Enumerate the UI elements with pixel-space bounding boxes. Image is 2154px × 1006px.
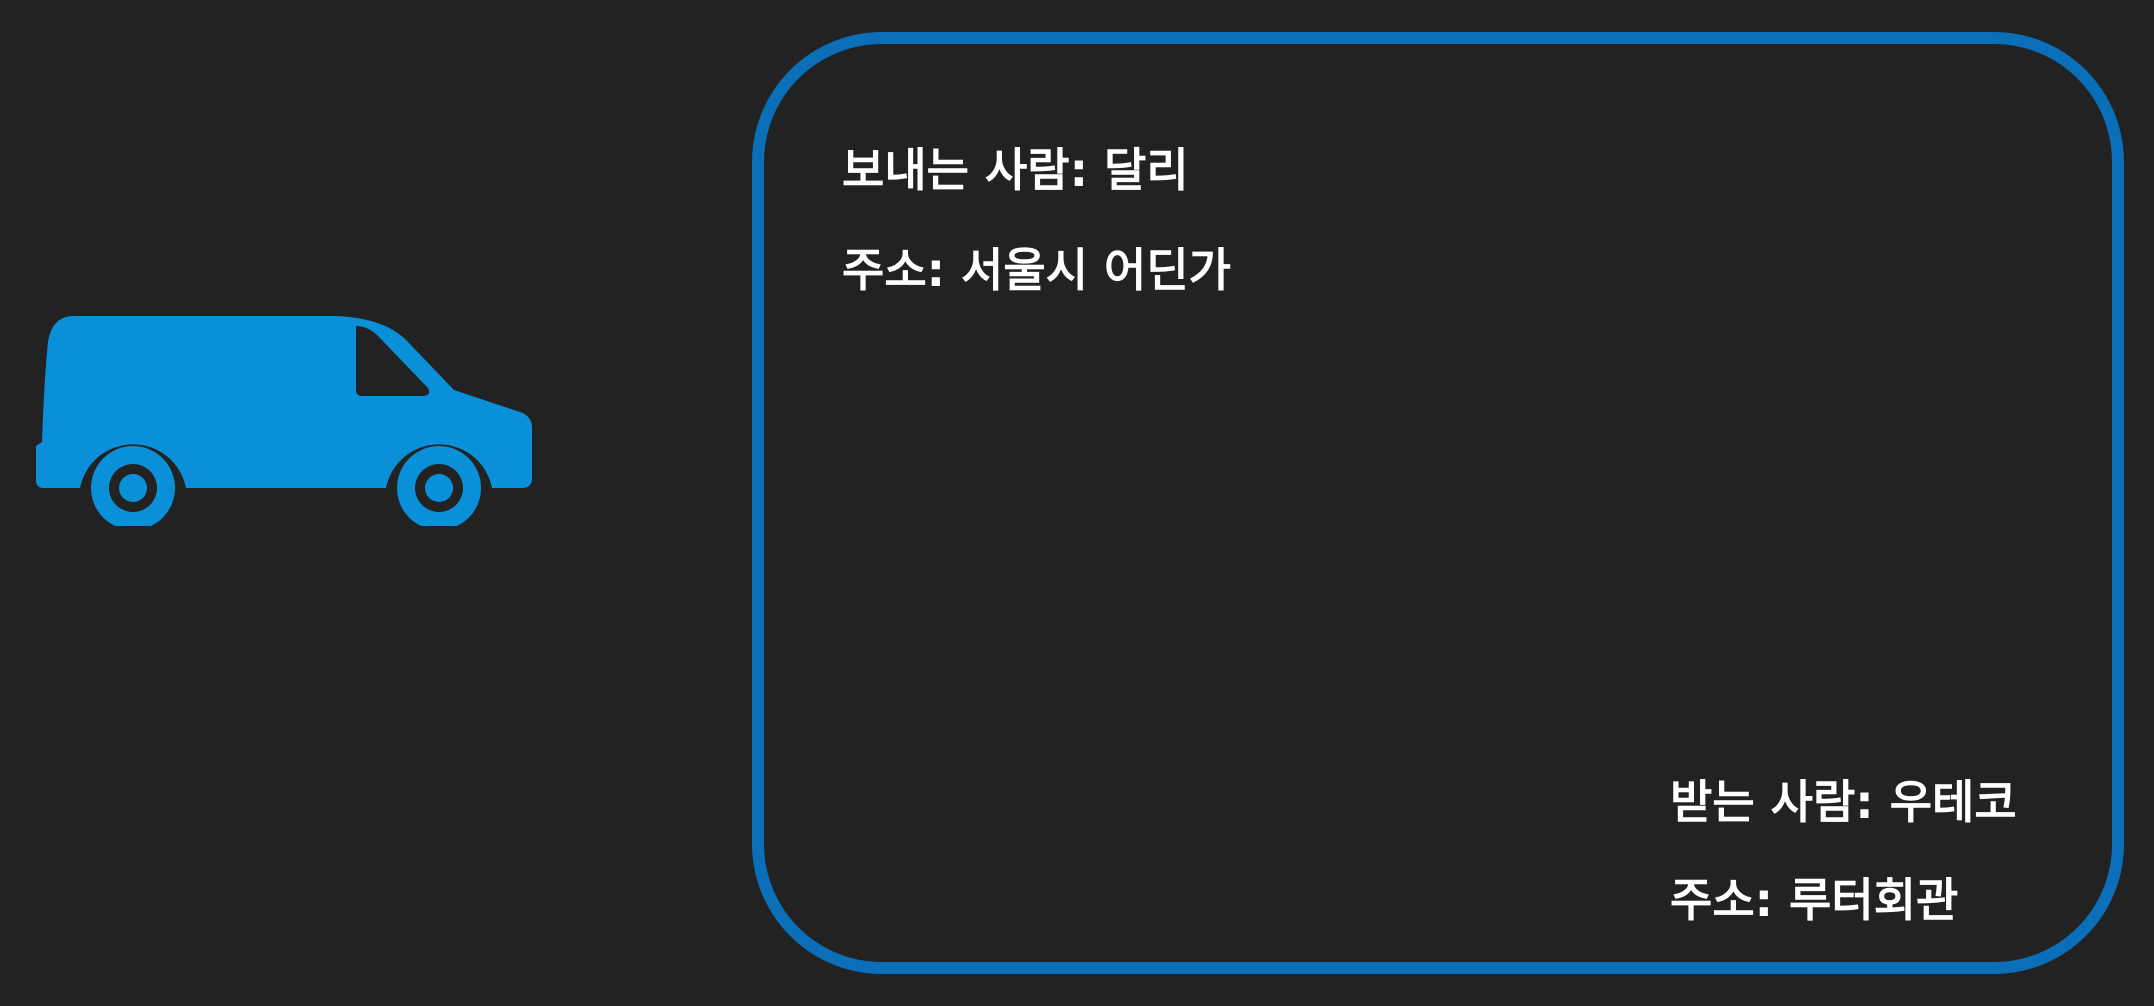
sender-address-text: 주소: 서울시 어딘가 — [842, 243, 1231, 297]
receiver-address-text: 주소: 루터회관 — [1670, 873, 1959, 927]
sender-name-text: 보내는 사람: 달리 — [842, 143, 1189, 197]
delivery-van-icon — [36, 316, 532, 526]
receiver-name-text: 받는 사람: 우테코 — [1670, 775, 2017, 829]
envelope-frame: 보내는 사람: 달리 주소: 서울시 어딘가 받는 사람: 우테코 주소: 루터… — [752, 32, 2124, 974]
